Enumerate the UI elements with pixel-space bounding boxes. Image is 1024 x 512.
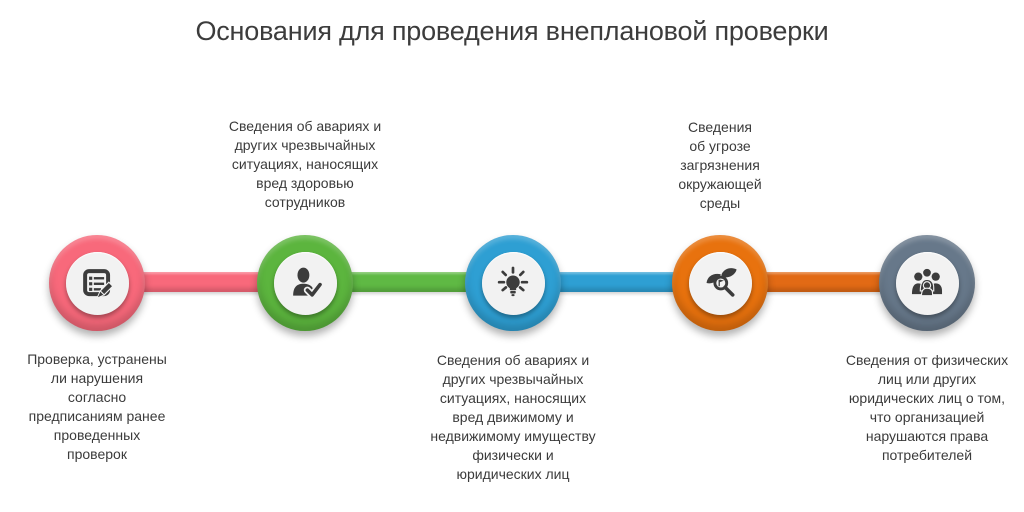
node-inner-circle xyxy=(688,251,752,315)
timeline-connector xyxy=(97,272,305,292)
node-label: Сведения об угрозе загрязнения окружающе… xyxy=(678,119,762,211)
timeline-node xyxy=(49,235,145,331)
node-ring xyxy=(672,235,768,331)
timeline-node xyxy=(465,235,561,331)
page-title: Основания для проведения внеплановой про… xyxy=(195,16,829,46)
timeline-connector xyxy=(513,272,720,292)
lightbulb-icon xyxy=(494,264,532,302)
leaf-magnifier-icon xyxy=(701,264,739,302)
node-ring xyxy=(49,235,145,331)
node-label: Сведения об авариях и других чрезвычайны… xyxy=(430,352,596,482)
node-ring xyxy=(465,235,561,331)
node-label: Проверка, устранены ли нарушения согласн… xyxy=(27,351,167,462)
timeline-node xyxy=(879,235,975,331)
timeline-connector xyxy=(720,272,927,292)
timeline-node xyxy=(672,235,768,331)
node-label: Сведения от физических лиц или других юр… xyxy=(845,352,1009,463)
checklist-pencil-icon xyxy=(78,264,116,302)
node-ring xyxy=(257,235,353,331)
node-inner-circle xyxy=(65,251,129,315)
node-label: Сведения об авариях и других чрезвычайны… xyxy=(228,118,382,210)
person-check-icon xyxy=(286,264,324,302)
timeline-node xyxy=(257,235,353,331)
node-inner-circle xyxy=(895,251,959,315)
node-ring xyxy=(879,235,975,331)
node-inner-circle xyxy=(481,251,545,315)
node-inner-circle xyxy=(273,251,337,315)
timeline-connector xyxy=(305,272,513,292)
people-group-icon xyxy=(908,264,946,302)
